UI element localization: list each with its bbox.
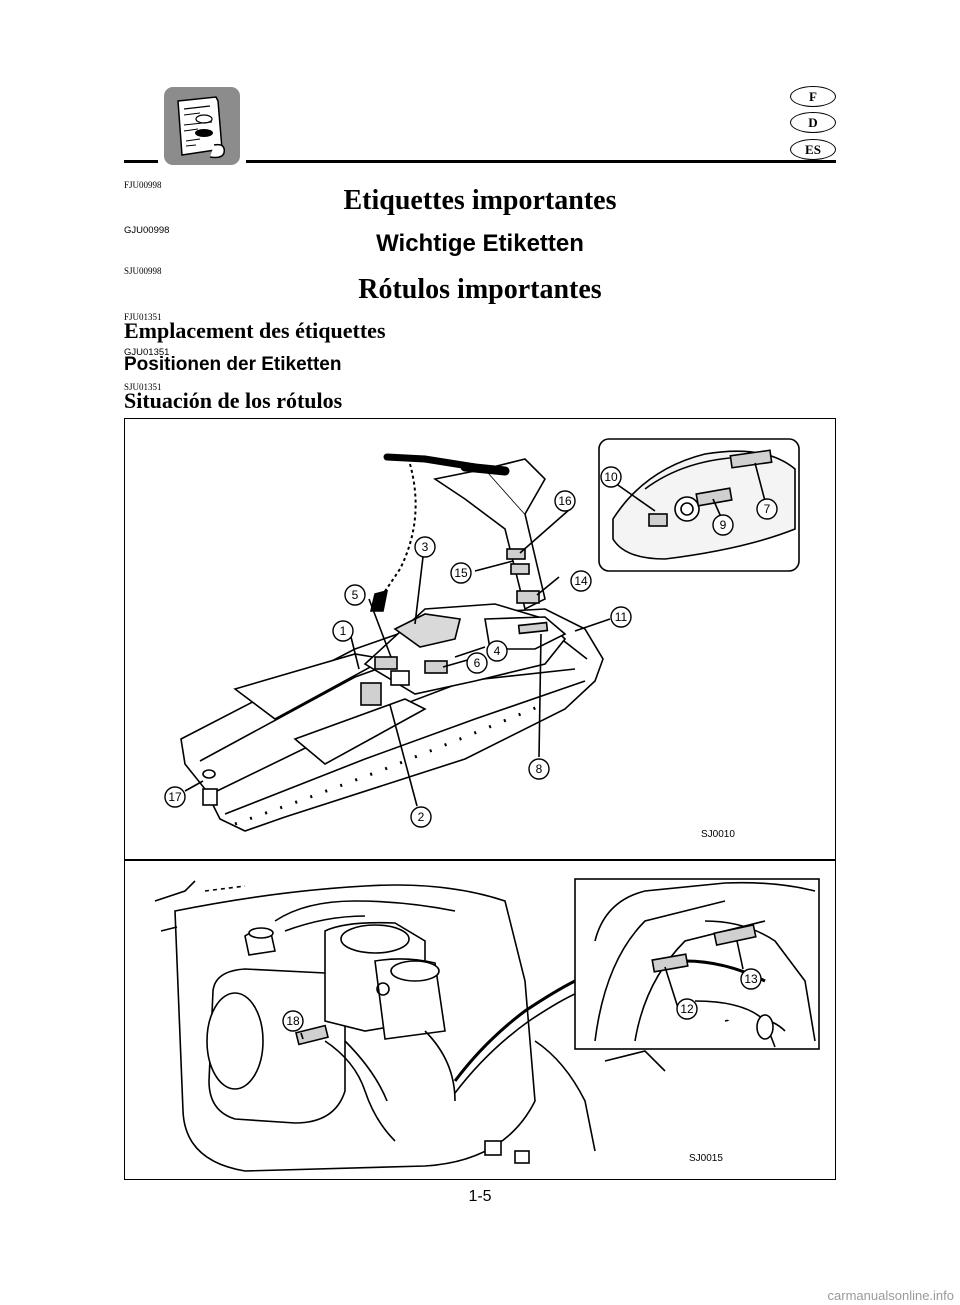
owner-manual-icon	[164, 87, 240, 165]
engine-compartment-panel: 12 13 18 SJ0015	[125, 861, 835, 1179]
figure-divider	[125, 859, 835, 861]
figure-code-top: SJ0010	[701, 829, 735, 840]
watercraft-illustration: 1 2 3 4 5 6 7 8 9 10 11 14 15 16 17	[164, 438, 800, 832]
page-number: 1-5	[468, 1188, 492, 1205]
section-title-es: Rótulos importantes	[358, 274, 602, 305]
callout-4: 4	[494, 644, 501, 658]
callout-6: 6	[474, 656, 481, 670]
section-title-de: Wichtige Etiketten	[376, 230, 584, 257]
callout-13: 13	[744, 972, 758, 986]
callout-16: 16	[558, 494, 572, 508]
lang-badge-f: F	[790, 86, 836, 107]
callout-12: 12	[680, 1002, 694, 1016]
subsection-title-de: Positionen der Etiketten	[124, 354, 342, 375]
section-code-es: SJU00998	[124, 266, 162, 276]
lang-badge-d: D	[790, 112, 836, 133]
section-title-fr: Etiquettes importantes	[343, 185, 617, 216]
header-rule-right	[246, 160, 836, 163]
figure-code-bottom: SJ0015	[689, 1153, 723, 1164]
lang-badge-es: ES	[790, 139, 836, 160]
callout-18: 18	[286, 1014, 300, 1028]
subsection-title-fr: Emplacement des étiquettes	[124, 318, 386, 343]
engine-illustration: 12 13 18	[154, 878, 820, 1172]
section-code-fr: FJU00998	[124, 180, 162, 190]
header-rule-left	[124, 160, 158, 163]
subsection-code-es: SJU01351	[124, 382, 162, 392]
callout-11: 11	[615, 610, 628, 624]
subsection-code-de: GJU01351	[124, 347, 170, 358]
callout-2: 2	[418, 810, 425, 824]
callout-17: 17	[168, 790, 182, 804]
subsection-title-es: Situación de los rótulos	[124, 388, 343, 413]
callout-7: 7	[764, 502, 771, 516]
watermark: carmanualsonline.info	[827, 1288, 954, 1303]
callout-9: 9	[720, 518, 727, 532]
callout-8: 8	[536, 762, 543, 776]
section-code-de: GJU00998	[124, 225, 170, 236]
label-location-figure: 1 2 3 4 5 6 7 8 9 10 11 14 15 16 17 SJ00…	[124, 418, 836, 1180]
callout-15: 15	[454, 566, 468, 580]
subsection-code-fr: FJU01351	[124, 312, 162, 322]
callout-14: 14	[574, 574, 588, 588]
callout-5: 5	[352, 588, 359, 602]
callout-10: 10	[604, 470, 618, 484]
callout-1: 1	[340, 624, 347, 638]
callout-3: 3	[422, 540, 429, 554]
watercraft-overview-panel: 1 2 3 4 5 6 7 8 9 10 11 14 15 16 17 SJ00…	[125, 419, 835, 859]
